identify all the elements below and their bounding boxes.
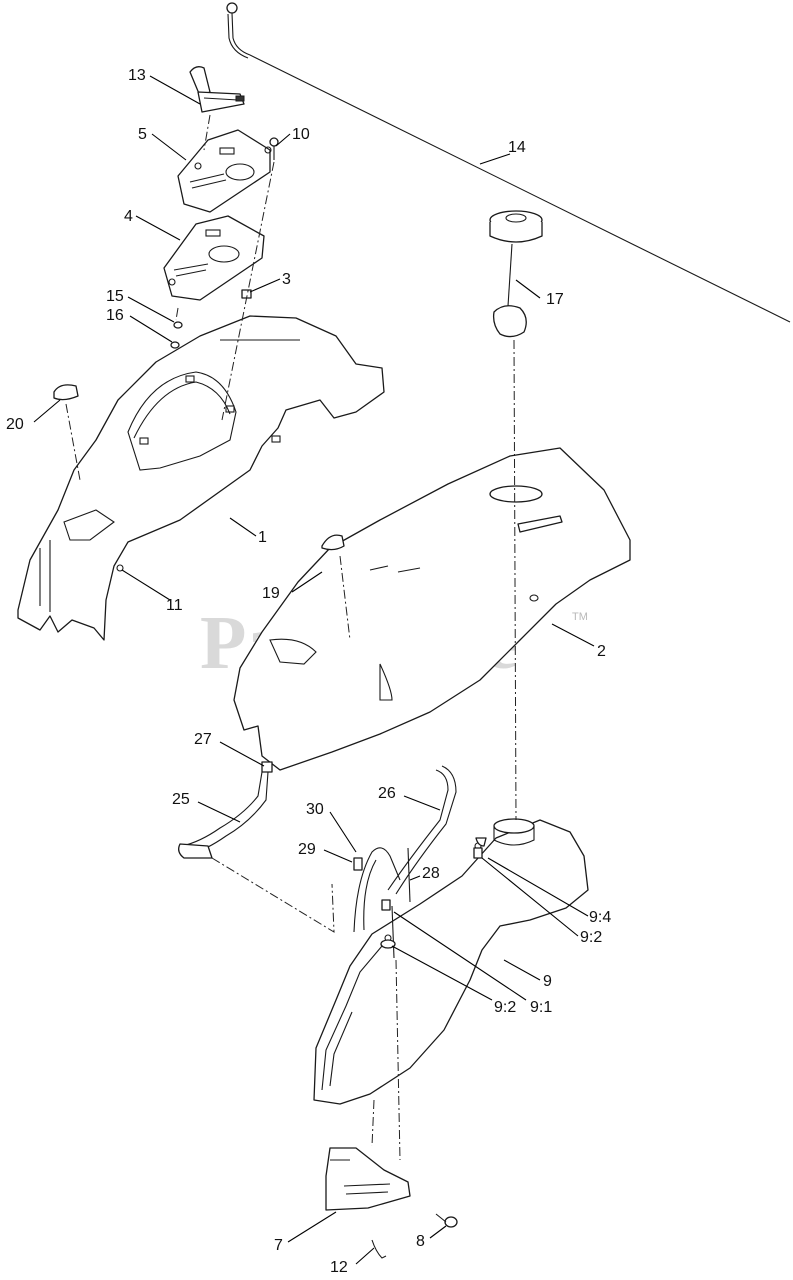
callout-5: 5 [138, 126, 147, 143]
callout-20: 20 [6, 416, 24, 433]
part-14-cable[interactable] [226, 2, 791, 323]
callout-25: 25 [172, 791, 190, 808]
part-1-hood[interactable] [17, 315, 385, 641]
callout-13: 13 [128, 67, 146, 84]
part-17-fuel-cap[interactable] [489, 210, 543, 338]
part-9-1-fitting[interactable] [380, 905, 396, 959]
callout-30: 30 [306, 801, 324, 818]
part-15-washer[interactable] [173, 321, 183, 329]
part-29-clamp[interactable] [353, 857, 363, 871]
callout-9: 9 [543, 973, 552, 990]
callout-17: 17 [546, 291, 564, 308]
callout-16: 16 [106, 307, 124, 324]
callout-11: 11 [166, 597, 183, 614]
part-12-pin[interactable] [371, 1239, 387, 1259]
callout-9-2-lower: 9:2 [494, 999, 516, 1016]
callout-19: 19 [262, 585, 280, 602]
part-10-screw[interactable] [269, 137, 279, 160]
callout-27: 27 [194, 731, 212, 748]
part-19-cap[interactable] [321, 534, 345, 551]
callout-10: 10 [292, 126, 310, 143]
alignment-lines [65, 114, 517, 1161]
part-27-clamp[interactable] [261, 761, 273, 773]
callout-9-2-upper: 9:2 [580, 929, 602, 946]
part-2-body[interactable] [233, 447, 631, 771]
part-7-bracket[interactable] [325, 1147, 411, 1211]
callout-1: 1 [258, 529, 267, 546]
part-9-4-fitting[interactable] [475, 837, 487, 847]
callout-29: 29 [298, 841, 316, 858]
part-20-cap[interactable] [53, 384, 79, 401]
callout-9-4: 9:4 [589, 909, 611, 926]
part-5-control-plate[interactable] [177, 129, 272, 213]
callout-3: 3 [282, 271, 291, 288]
part-9-2-grommet-upper[interactable] [473, 847, 483, 859]
callout-28: 28 [422, 865, 440, 882]
part-13-control-lever[interactable] [189, 66, 245, 113]
part-26-vent-hose[interactable] [387, 769, 449, 891]
callout-15: 15 [106, 288, 124, 305]
part-8-bolt[interactable] [435, 1213, 458, 1228]
callout-9-1: 9:1 [530, 999, 552, 1016]
part-30-hose[interactable] [353, 847, 401, 933]
callout-labels: 13 5 10 4 3 15 16 20 1 11 14 17 19 2 27 … [6, 67, 611, 1276]
part-25-fuel-line[interactable] [178, 771, 269, 859]
part-4-decal-plate[interactable] [163, 215, 265, 301]
callout-26: 26 [378, 785, 396, 802]
callout-12: 12 [330, 1259, 348, 1276]
leader-lines [33, 75, 595, 1265]
part-28-rod[interactable] [407, 847, 411, 903]
callout-2: 2 [597, 643, 606, 660]
callout-4: 4 [124, 208, 133, 225]
callout-14: 14 [508, 139, 526, 156]
callout-8: 8 [416, 1233, 425, 1250]
part-9-2-grommet-lower[interactable] [381, 899, 391, 911]
part-16-nut[interactable] [170, 341, 180, 349]
callout-7: 7 [274, 1237, 283, 1254]
part-9-fuel-tank[interactable] [313, 818, 589, 1105]
watermark-trademark: TM [572, 611, 588, 623]
